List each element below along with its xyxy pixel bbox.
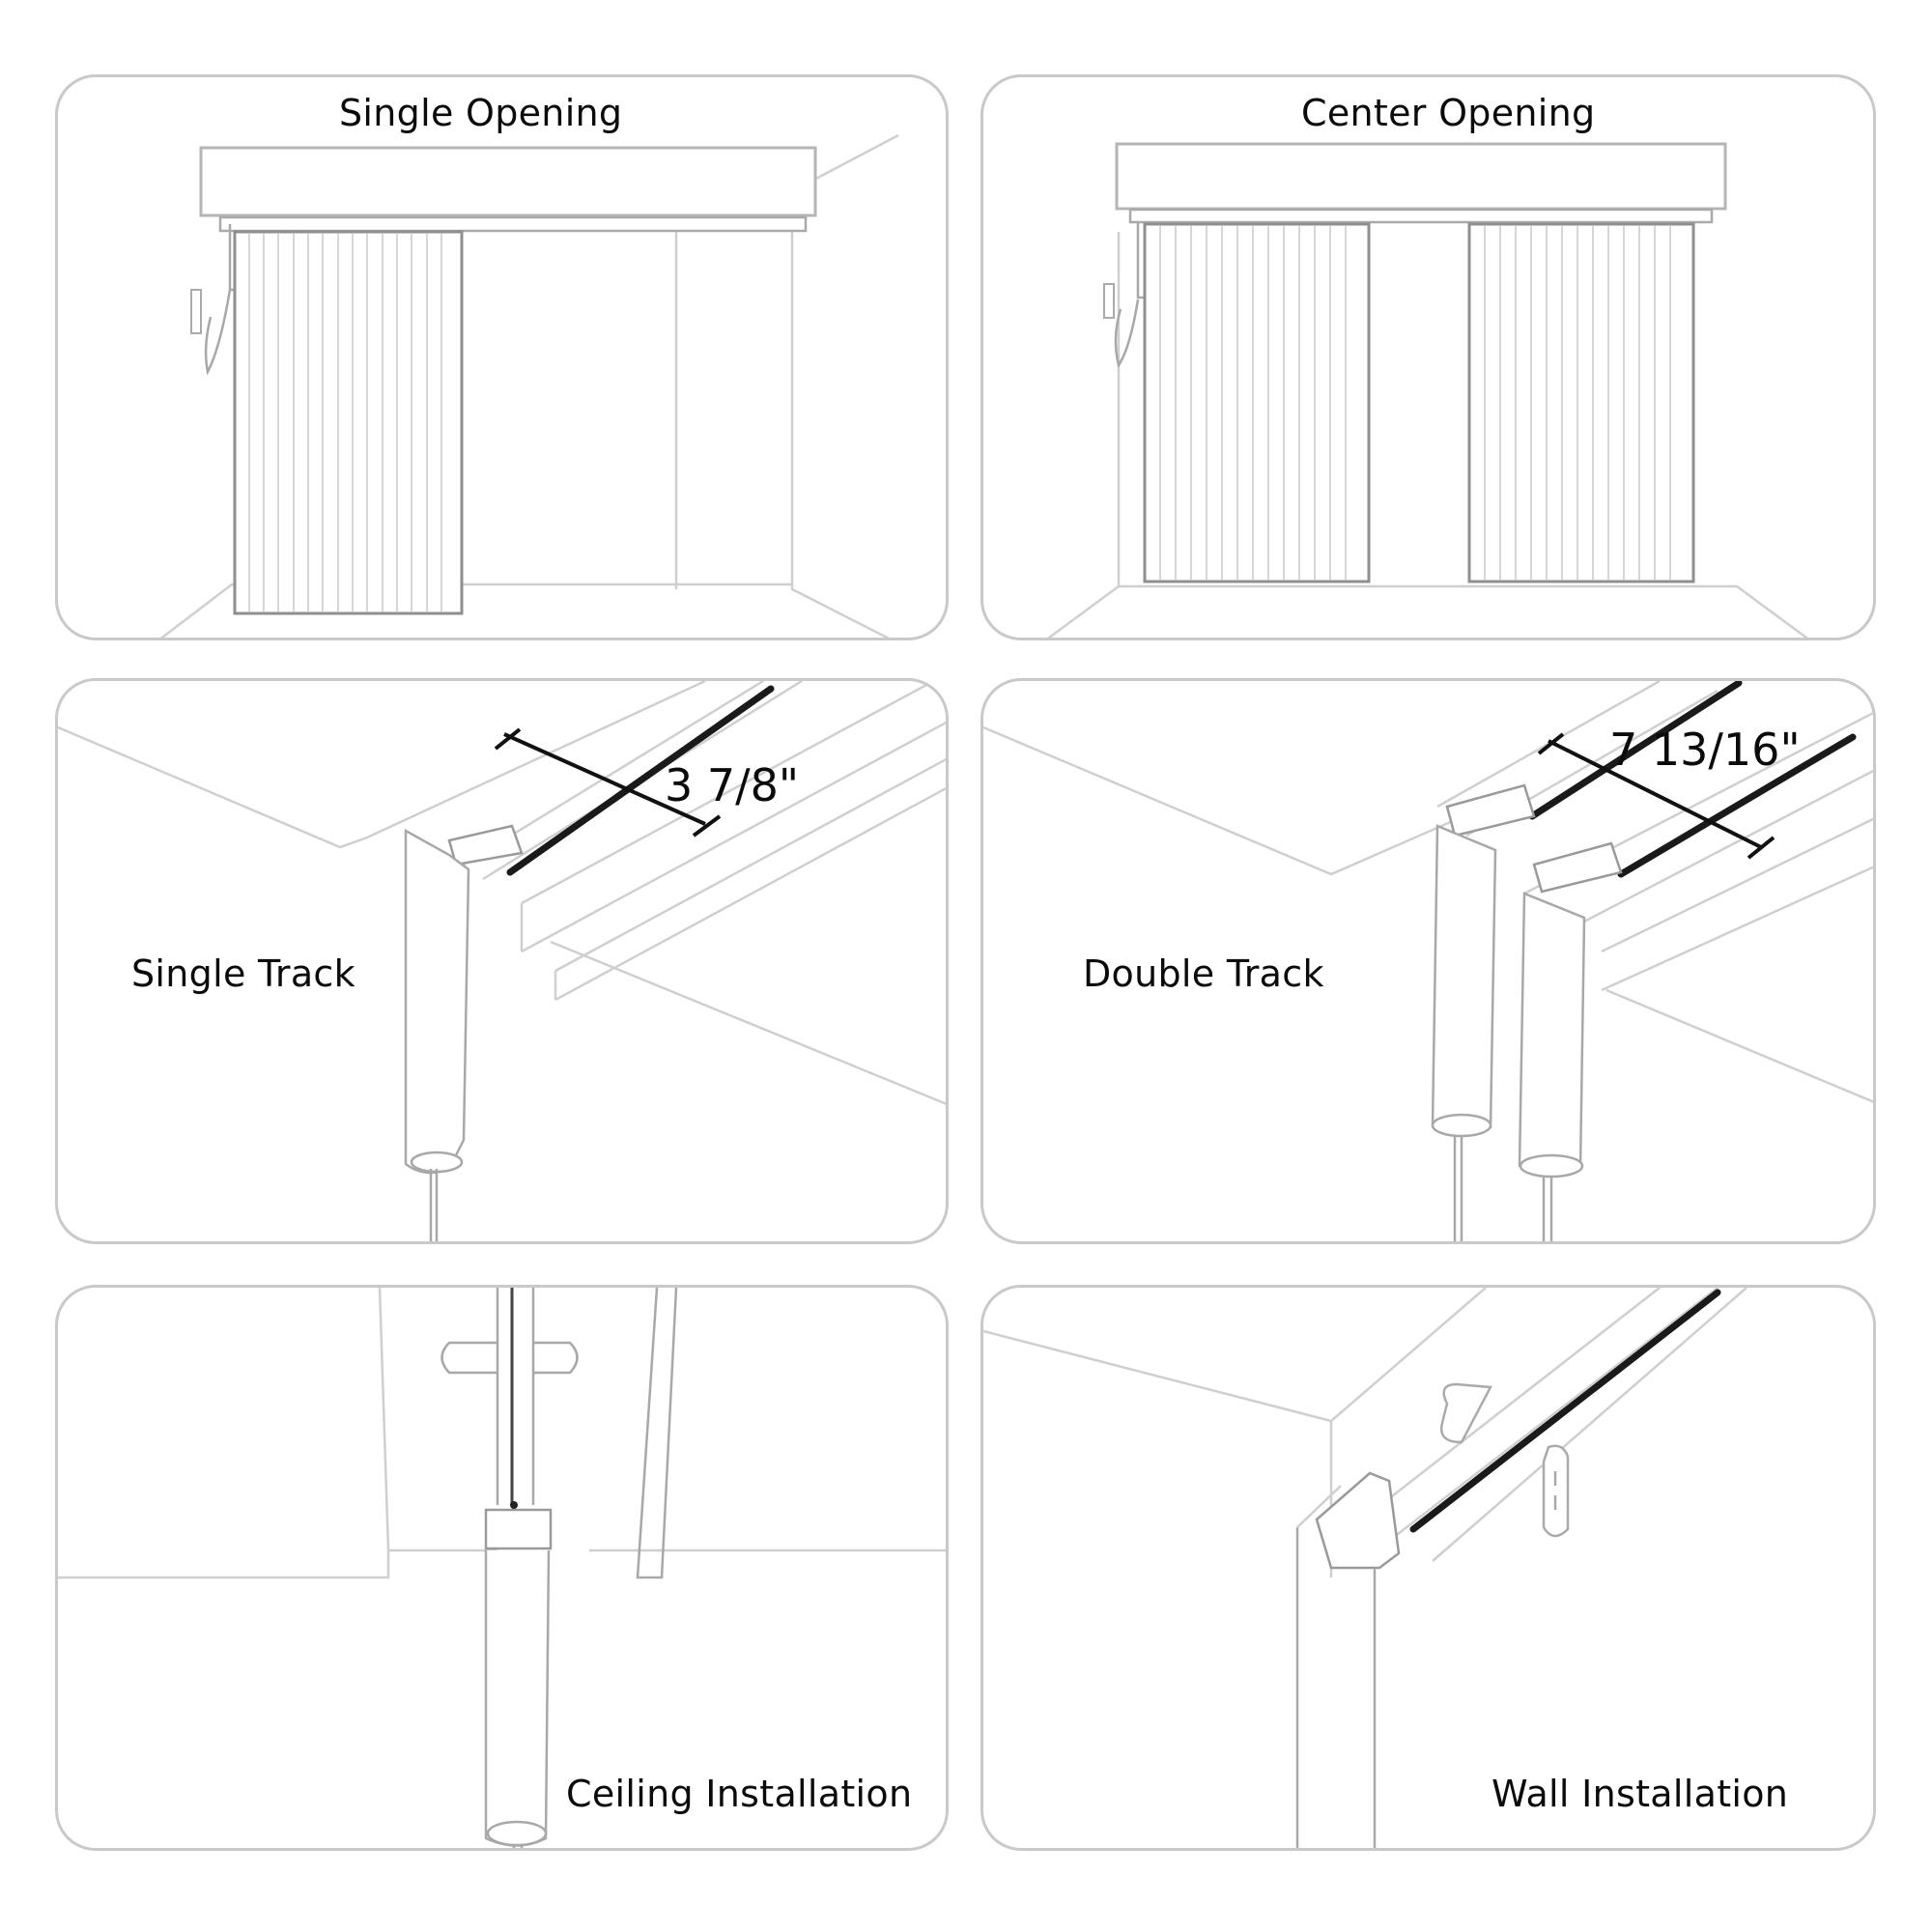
dimension-label: 7 13/16" xyxy=(1609,724,1801,776)
panel-ceiling-installation: Ceiling Installation xyxy=(55,1285,949,1851)
center-opening-illustration xyxy=(1047,142,1808,638)
panel-wall-installation: Wall Installation xyxy=(980,1285,1876,1851)
panel-title: Single Track xyxy=(131,952,355,995)
panel-title: Single Opening xyxy=(339,92,623,134)
double-track-illustration xyxy=(983,681,1873,1241)
panel-single-track: 3 7/8" Single Track xyxy=(55,678,949,1244)
panel-title: Wall Installation xyxy=(1492,1773,1789,1815)
panel-center-opening: Center Opening xyxy=(980,74,1876,640)
panel-double-track: 7 13/16" Double Track xyxy=(980,678,1876,1244)
panel-title: Ceiling Installation xyxy=(566,1773,913,1815)
single-track-illustration xyxy=(58,681,946,1241)
panel-title: Double Track xyxy=(1083,952,1324,995)
wall-installation-illustration xyxy=(983,1288,1747,1848)
single-opening-illustration xyxy=(159,133,899,638)
vanes-right xyxy=(1484,226,1671,580)
dimension-label: 3 7/8" xyxy=(665,759,800,811)
ceiling-installation-illustration xyxy=(58,1288,946,1848)
vanes xyxy=(248,234,442,611)
panel-title: Center Opening xyxy=(1301,92,1596,134)
panel-single-opening: Single Opening xyxy=(55,74,949,640)
vanes-left xyxy=(1159,226,1347,580)
